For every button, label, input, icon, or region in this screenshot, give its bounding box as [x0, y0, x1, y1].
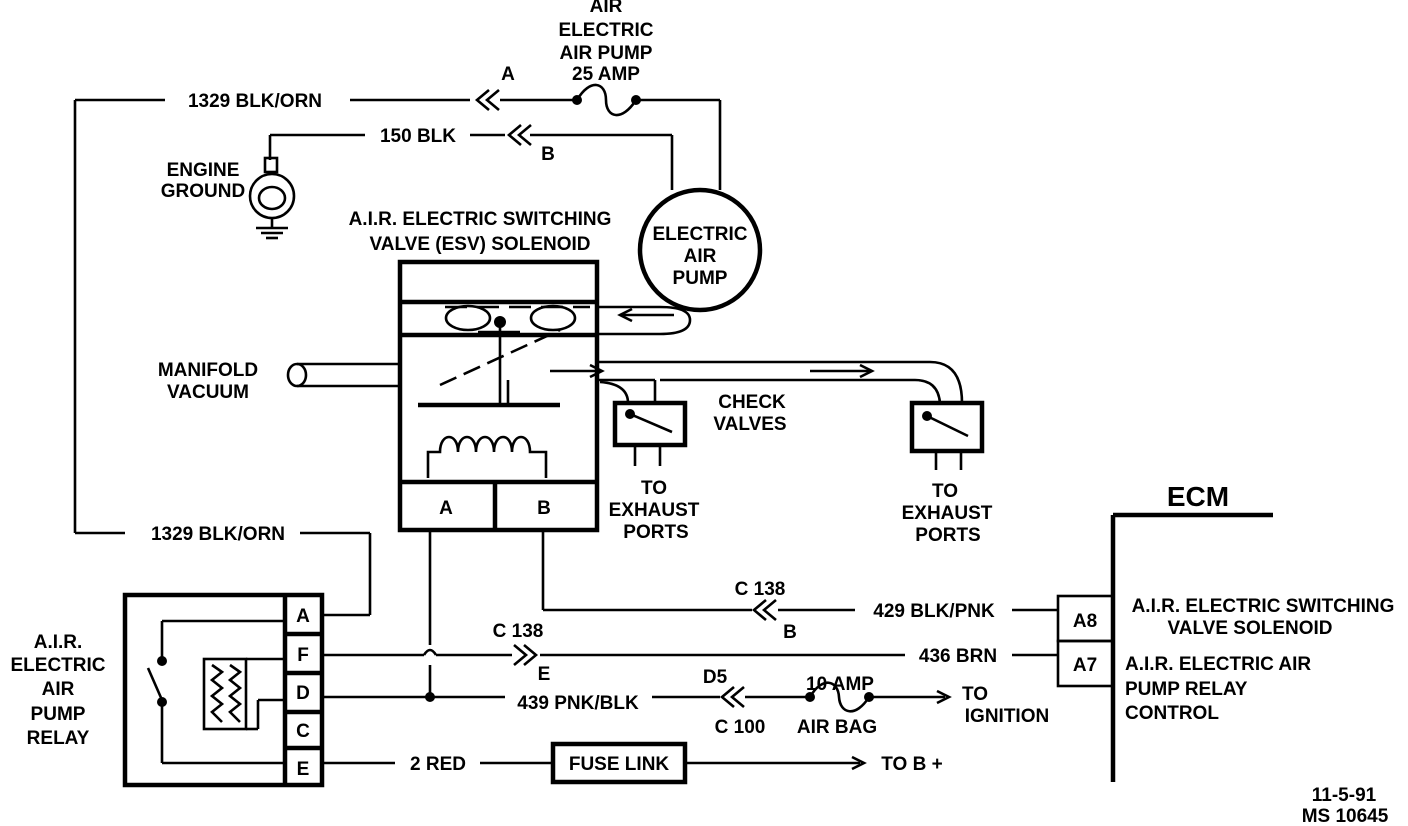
- connector-c138-lower: C 138: [493, 621, 544, 642]
- fuse-air-label-4: 25 AMP: [572, 64, 640, 85]
- connector-a-top-label: A: [501, 64, 515, 85]
- wire-2-label: 2 RED: [410, 754, 466, 775]
- connector-c138-upper-pin: B: [783, 622, 797, 643]
- exhaust-right-label-2: EXHAUST: [902, 503, 993, 524]
- relay-terminal-a: A: [296, 606, 310, 627]
- relay-label-4: PUMP: [31, 704, 86, 725]
- exhaust-right-label-3: PORTS: [915, 525, 980, 546]
- fuse-airbag-amp: 10 AMP: [806, 674, 874, 695]
- check-valve-left-icon: [612, 400, 688, 466]
- fuse-link-icon: [550, 741, 688, 785]
- footer-date: 11-5-91: [1312, 785, 1377, 806]
- wire-436-label: 436 BRN: [919, 646, 997, 667]
- exhaust-left-label-2: EXHAUST: [609, 500, 700, 521]
- connector-b-top-icon: [506, 124, 532, 146]
- wire-1329-bus: [73, 98, 722, 617]
- esv-title-1: A.I.R. ELECTRIC SWITCHING: [349, 209, 612, 230]
- exhaust-left-label-3: PORTS: [623, 522, 688, 543]
- pump-label-3: PUMP: [673, 268, 728, 289]
- fuse-air-label-3: AIR PUMP: [560, 43, 653, 64]
- manifold-vacuum-tube: [286, 362, 400, 388]
- ecm-a8-label-1: A.I.R. ELECTRIC SWITCHING: [1132, 596, 1395, 617]
- manifold-label-2: VACUUM: [167, 382, 249, 403]
- connector-d5: D5: [703, 667, 728, 688]
- connector-c100: C 100: [715, 717, 766, 738]
- to-b-plus-label: TO B +: [881, 754, 942, 775]
- engine-ground-label-1: ENGINE: [167, 160, 240, 181]
- pump-label-2: AIR: [684, 246, 717, 267]
- pump-outlet-tube: [597, 305, 692, 336]
- check-valve-right-icon: [909, 400, 985, 470]
- ecm-title: ECM: [1167, 481, 1229, 512]
- relay-label-5: RELAY: [27, 728, 90, 749]
- relay-label-1: A.I.R.: [34, 632, 83, 653]
- outlet-tube: [550, 360, 964, 404]
- electric-air-pump-icon: [637, 187, 763, 313]
- fuse-link-label: FUSE LINK: [569, 754, 670, 775]
- relay-terminal-d: D: [296, 683, 310, 704]
- esv-terminal-a: A: [439, 498, 453, 519]
- wire-2: [322, 755, 867, 771]
- fuse-airbag-icon: [805, 681, 874, 713]
- connector-c138-lower-pin: E: [538, 664, 551, 685]
- connector-b-top-label: B: [541, 144, 555, 165]
- ignition-label-1: TO: [962, 684, 988, 705]
- ignition-label-2: IGNITION: [965, 706, 1049, 727]
- check-valves-label-2: VALVES: [713, 414, 786, 435]
- wire-439: [322, 530, 952, 708]
- relay-terminal-e: E: [297, 759, 310, 780]
- ecm-a8-label-2: VALVE SOLENOID: [1167, 618, 1332, 639]
- fuse-airbag-name: AIR BAG: [797, 717, 877, 738]
- ecm-body: [1056, 512, 1273, 782]
- ecm-a7-label-2: PUMP RELAY: [1125, 679, 1248, 700]
- connector-a-top-icon: [474, 89, 500, 111]
- fuse-air-pump-icon: [572, 83, 641, 117]
- wire-439-label: 439 PNK/BLK: [517, 693, 639, 714]
- ecm-a7-label-3: CONTROL: [1125, 703, 1219, 724]
- relay-terminal-f: F: [297, 645, 309, 666]
- relay-terminal-c: C: [296, 721, 310, 742]
- ecm-a7-label-1: A.I.R. ELECTRIC AIR: [1125, 654, 1311, 675]
- engine-ground-label-2: GROUND: [161, 181, 245, 202]
- esv-solenoid-body: [397, 259, 600, 533]
- fuse-air-label-2: ELECTRIC: [559, 20, 654, 41]
- wire-429: [541, 530, 1058, 621]
- esv-title-2: VALVE (ESV) SOLENOID: [370, 234, 591, 255]
- wire-1329-mid-label: 1329 BLK/ORN: [151, 524, 285, 545]
- connector-c138-upper: C 138: [735, 579, 786, 600]
- footer-code: MS 10645: [1302, 806, 1389, 826]
- manifold-label-1: MANIFOLD: [158, 360, 258, 381]
- relay-body: [122, 592, 325, 788]
- pump-label-1: ELECTRIC: [653, 224, 748, 245]
- engine-ground-icon: [248, 156, 296, 240]
- esv-terminal-b: B: [537, 498, 551, 519]
- wire-429-label: 429 BLK/PNK: [873, 601, 995, 622]
- wire-436: [322, 644, 1058, 666]
- check-valves-label-1: CHECK: [718, 392, 786, 413]
- ecm-pin-a7: A7: [1073, 655, 1097, 676]
- exhaust-right-label-1: TO: [932, 481, 958, 502]
- wire-1329-top-label: 1329 BLK/ORN: [188, 91, 322, 112]
- fuse-air-label-1: AIR: [590, 0, 623, 17]
- relay-label-2: ELECTRIC: [11, 655, 106, 676]
- wire-150: [268, 133, 674, 190]
- wire-150-label: 150 BLK: [380, 126, 456, 147]
- relay-label-3: AIR: [42, 679, 75, 700]
- ecm-pin-a8: A8: [1073, 611, 1097, 632]
- exhaust-left-label-1: TO: [641, 478, 667, 499]
